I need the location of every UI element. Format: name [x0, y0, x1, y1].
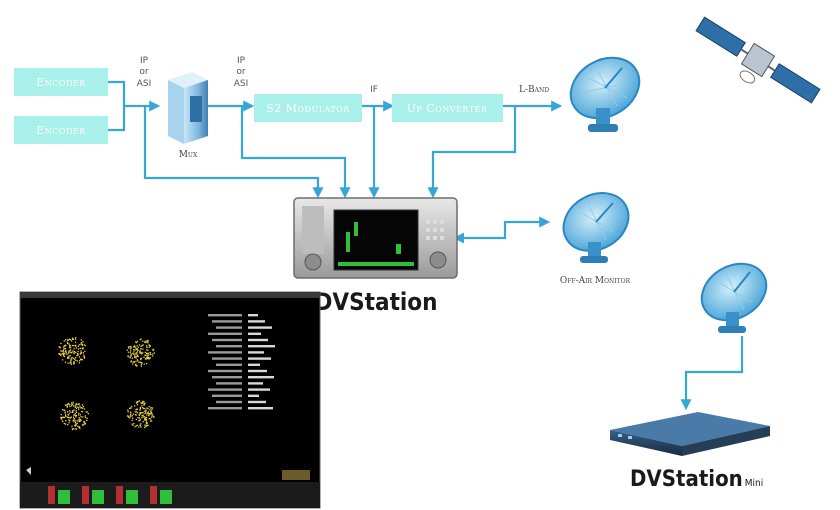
svg-text:ASI: ASI: [137, 79, 152, 89]
stat-label-bar: [208, 407, 242, 410]
stat-label-bar: [212, 376, 242, 379]
constellation-cluster: [126, 338, 156, 367]
speaker-icon: [26, 467, 31, 475]
off-air-monitor-label: Off-Air Monitor: [560, 276, 631, 286]
lband-label: L-Band: [519, 85, 549, 95]
connectors: [108, 80, 744, 411]
constellation-cluster: [126, 400, 155, 429]
ip-or-asi-label-1: IP or ASI: [137, 56, 152, 89]
footer-meter: [48, 486, 70, 504]
svg-text:or: or: [139, 67, 149, 77]
stat-value-bar: [248, 394, 259, 397]
stat-value-bar: [248, 407, 273, 410]
stat-label-bar: [216, 326, 242, 329]
constellation-plot: [58, 337, 156, 431]
stat-value-bar: [248, 326, 272, 329]
stat-value-bar: [248, 338, 268, 342]
stat-label-bar: [212, 338, 242, 342]
stat-label-bar: [208, 388, 242, 391]
stat-value-bar: [248, 382, 263, 385]
stat-label-bar: [212, 357, 242, 360]
dvstation-label: DVStation: [314, 288, 437, 316]
dvstation-icon: [293, 197, 458, 279]
footer-meters: [48, 486, 172, 504]
constellation-cluster: [60, 401, 89, 431]
stat-label-bar: [216, 345, 242, 348]
dvstation-mini-icon: [610, 412, 770, 456]
s2-modulator-label: S2 Modulator: [266, 102, 350, 115]
stat-label-bar: [212, 320, 242, 323]
encoder-1-label: Encoder: [36, 76, 86, 89]
stat-value-bar: [248, 369, 267, 373]
satellite-icon: [695, 16, 821, 104]
mini-dish-icon: [700, 262, 768, 333]
encoder-block-2: Encoder: [14, 116, 108, 144]
if-label: IF: [370, 85, 378, 95]
stat-value-bar: [248, 376, 274, 379]
stat-value-bar: [248, 357, 271, 360]
stat-label-bar: [216, 382, 242, 385]
stat-label-bar: [208, 332, 242, 335]
footer-meter: [82, 486, 104, 504]
logo-badge: [282, 470, 310, 480]
stat-value-bar: [248, 351, 264, 354]
stat-value-bar: [248, 400, 266, 404]
mux-label: Mux: [179, 150, 198, 160]
footer-meter: [150, 486, 172, 504]
stat-value-bar: [248, 314, 258, 317]
stat-value-bar: [248, 332, 261, 335]
stat-label-bar: [212, 394, 242, 397]
uplink-dish-icon: [569, 56, 641, 132]
stat-label-bar: [216, 363, 242, 366]
stat-value-bar: [248, 363, 260, 366]
stat-value-bar: [248, 388, 270, 391]
mux-icon: [168, 72, 208, 144]
svg-text:or: or: [236, 67, 246, 77]
up-converter-label: Up Converter: [407, 102, 488, 115]
up-converter-block: Up Converter: [392, 94, 503, 122]
s2-modulator-block: S2 Modulator: [254, 94, 362, 122]
off-air-monitor-dish-icon: [562, 192, 630, 263]
stats-panel: [208, 314, 275, 410]
svg-text:IP: IP: [237, 56, 246, 66]
svg-text:IP: IP: [140, 56, 149, 66]
constellation-window: [19, 291, 321, 509]
stat-value-bar: [248, 345, 275, 348]
constellation-cluster: [58, 337, 87, 365]
dvstation-mini-suffix: Mini: [745, 478, 763, 489]
stat-label-bar: [208, 351, 242, 354]
encoder-block-1: Encoder: [14, 68, 108, 96]
encoder-2-label: Encoder: [36, 124, 86, 137]
stat-label-bar: [216, 400, 242, 404]
ip-or-asi-label-2: IP or ASI: [234, 56, 249, 89]
stat-label-bar: [208, 314, 242, 317]
svg-text:ASI: ASI: [234, 79, 249, 89]
stat-value-bar: [248, 320, 265, 323]
footer-meter: [116, 486, 138, 504]
stat-label-bar: [208, 369, 242, 373]
dvstation-mini-main: DVStation: [630, 467, 743, 492]
